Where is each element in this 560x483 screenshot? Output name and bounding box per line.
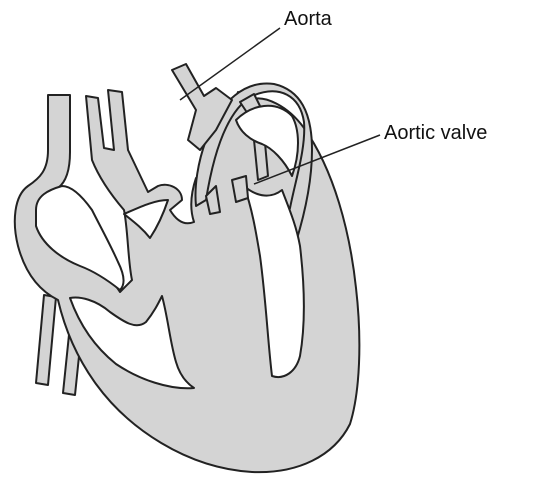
heart-outline <box>15 64 360 472</box>
valve-flap-right <box>232 176 248 202</box>
label-aortic-valve: Aortic valve <box>384 123 487 143</box>
label-aorta: Aorta <box>284 9 332 29</box>
vein-lower-left-1 <box>36 295 56 385</box>
